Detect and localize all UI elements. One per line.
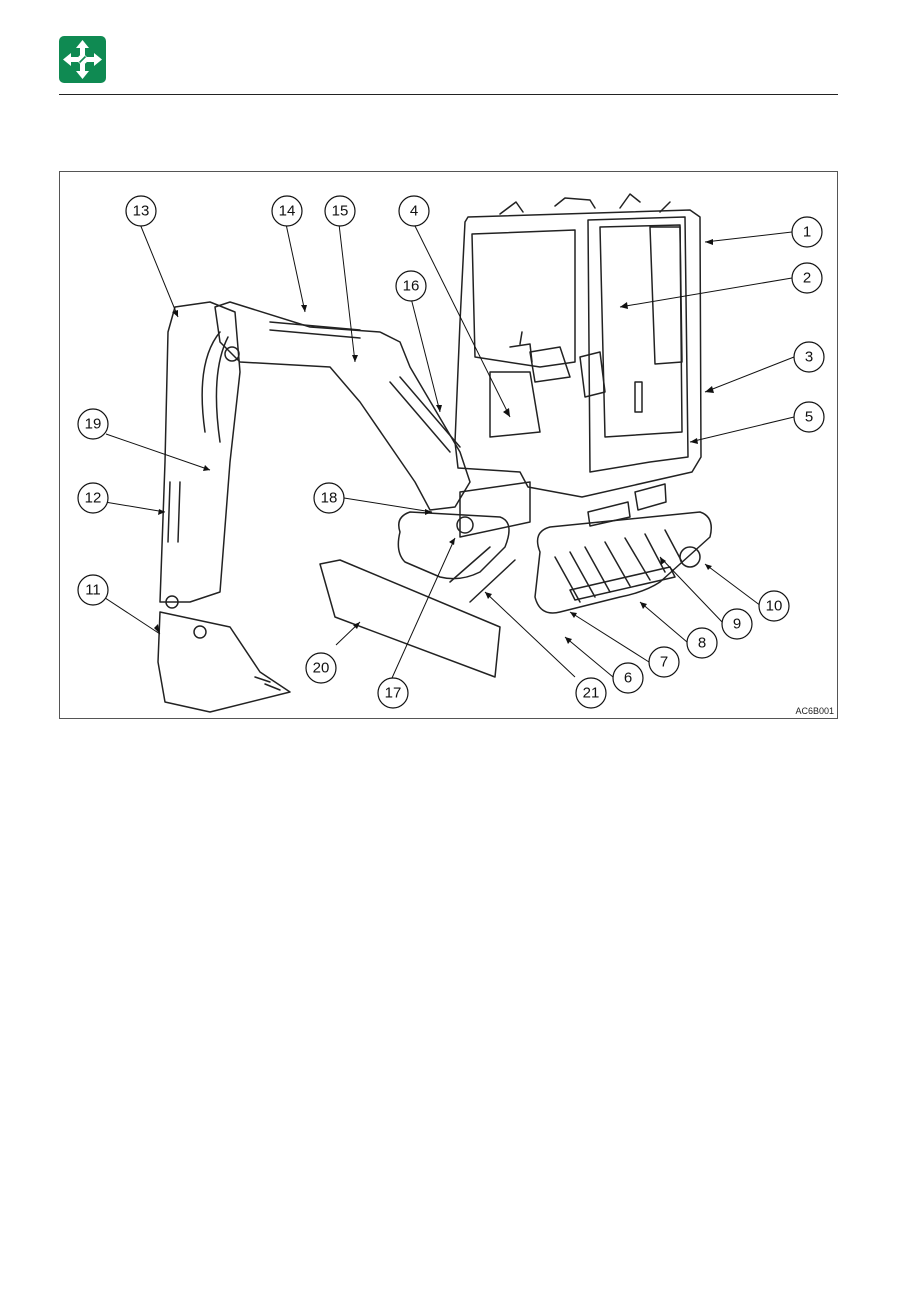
boom-foot-pin [456, 516, 474, 534]
callout-4: 4 [410, 203, 418, 220]
cab-roof-detail [499, 193, 671, 215]
side-panel [634, 483, 667, 511]
figure-frame: 1 2 3 4 5 6 7 8 9 10 11 12 13 14 15 16 1… [59, 171, 838, 719]
track-frame [569, 566, 676, 601]
callout-6: 6 [624, 670, 632, 687]
callout-11: 11 [85, 582, 101, 599]
callout-14: 14 [279, 203, 296, 220]
cab-body [454, 209, 702, 498]
callout-9: 9 [733, 616, 741, 633]
bucket [157, 611, 291, 713]
excavator-illustration: 1 2 3 4 5 6 7 8 9 10 11 12 13 14 15 16 1… [77, 193, 825, 713]
boom-cylinder [269, 321, 361, 339]
arm [159, 301, 241, 603]
four-way-arrows-icon [63, 40, 102, 79]
callout-20: 20 [313, 660, 330, 677]
engine-vent [587, 501, 631, 527]
callout-1: 1 [803, 224, 811, 241]
callout-16: 16 [403, 278, 420, 295]
callout-3: 3 [805, 349, 813, 366]
seat-controls [509, 331, 606, 398]
callout-8: 8 [698, 635, 706, 652]
callout-7: 7 [660, 654, 668, 671]
header-logo-icon [59, 36, 106, 83]
callout-21: 21 [583, 685, 600, 702]
idler-wheel [679, 546, 701, 568]
boom [214, 301, 471, 511]
dozer-blade [319, 559, 501, 678]
callout-10: 10 [766, 598, 783, 615]
right-track [534, 511, 712, 614]
boom-swing-cylinder [389, 376, 461, 453]
callout-17: 17 [385, 685, 402, 702]
callout-5: 5 [805, 409, 813, 426]
callout-13: 13 [133, 203, 150, 220]
cab-door-frame [587, 216, 689, 473]
swing-frame [459, 481, 531, 538]
bucket-teeth [254, 676, 281, 691]
cab-door-window [599, 224, 683, 438]
callout-18: 18 [321, 490, 338, 507]
blade-arms [449, 546, 516, 603]
cab-front-window [471, 229, 576, 368]
arm-hoses [201, 331, 229, 443]
callout-12: 12 [85, 490, 102, 507]
bucket-cylinder [167, 481, 181, 543]
callout-2: 2 [803, 270, 811, 287]
bucket-pin [193, 625, 207, 639]
figure-reference-code: AC6B001 [795, 706, 834, 716]
header-divider [59, 94, 838, 95]
callout-15: 15 [332, 203, 349, 220]
callout-19: 19 [85, 416, 102, 433]
door-handle [634, 381, 643, 413]
left-track [397, 511, 510, 580]
track-treads [554, 529, 683, 603]
cab-interior [489, 346, 571, 438]
link-pin [165, 595, 179, 609]
cab-side-window [649, 226, 683, 365]
